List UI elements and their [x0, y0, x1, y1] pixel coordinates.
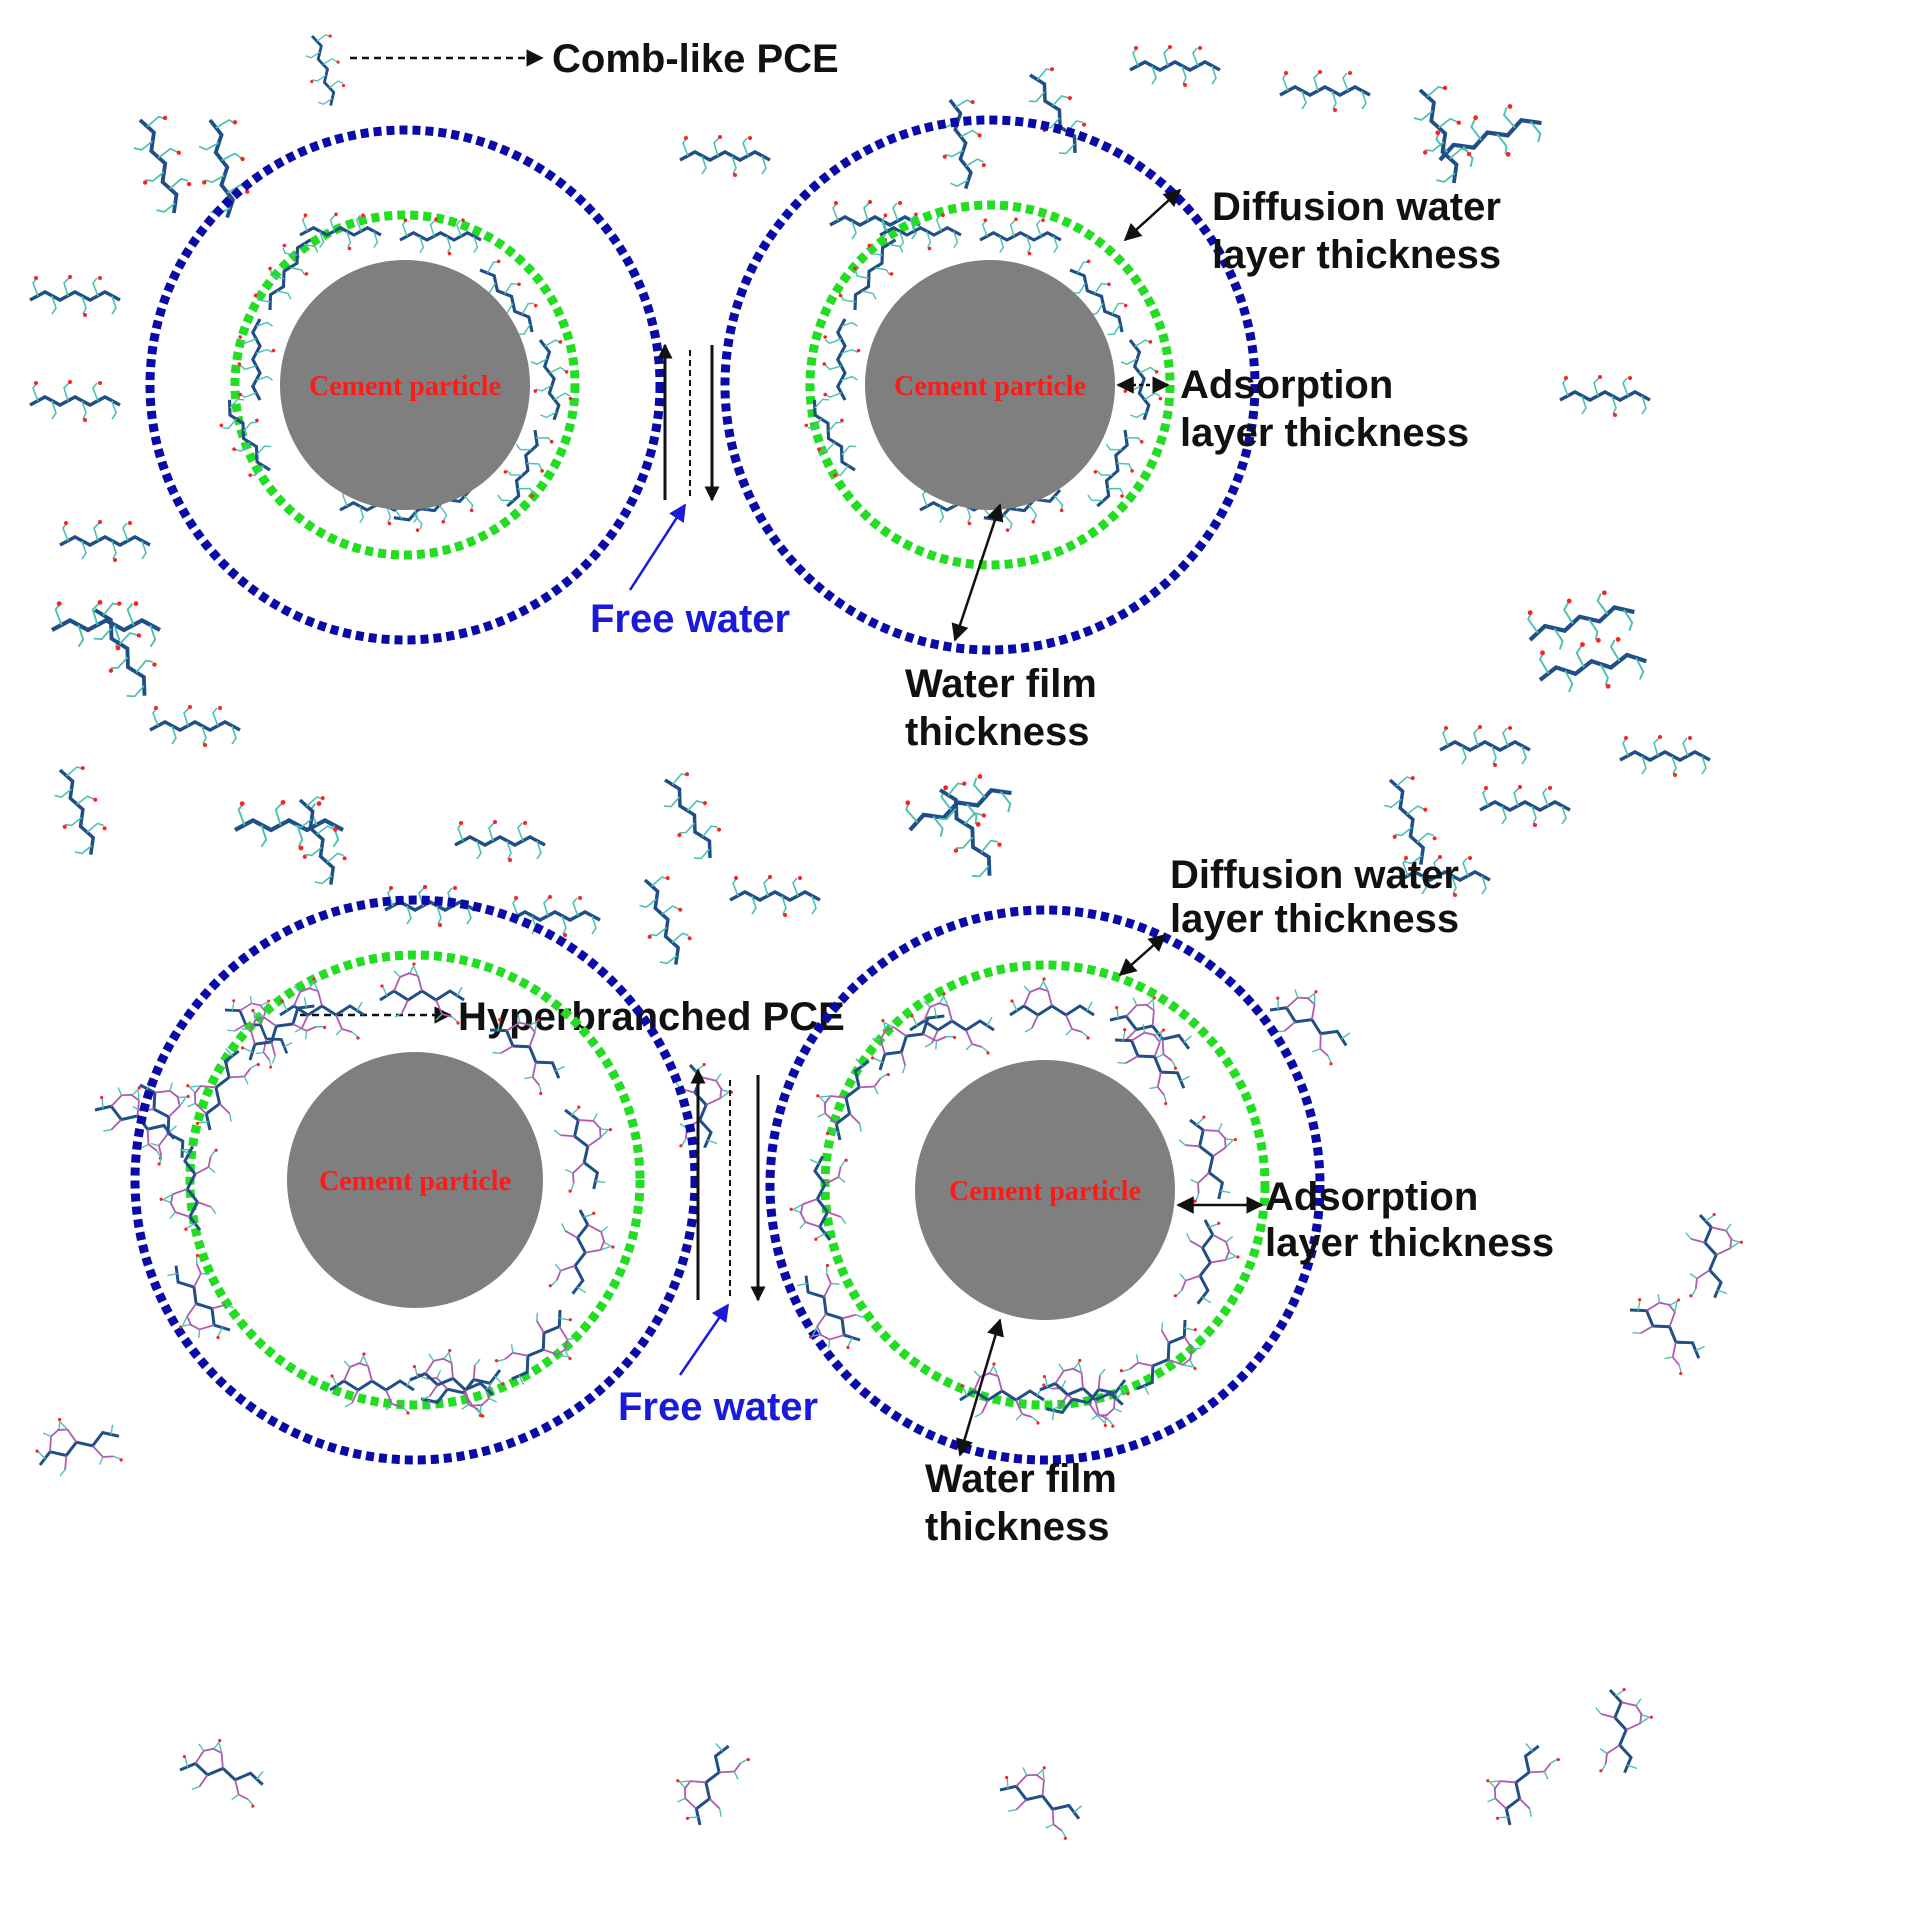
- polymer-molecule-icon: [1584, 1681, 1664, 1779]
- diffusion-water-layer-ring: [720, 115, 1260, 655]
- polymer-molecule-icon: [648, 765, 734, 869]
- polymer-molecule-icon: [900, 765, 1019, 849]
- polymer-molecule-icon: [678, 133, 772, 179]
- diffusion-water-layer-ring: [145, 125, 665, 645]
- polymer-molecule-icon: [120, 108, 202, 222]
- polymer-molecule-icon: [25, 1399, 129, 1490]
- diffusion-label-line1: Diffusion water: [1170, 853, 1459, 897]
- polymer-molecule-icon: [28, 378, 122, 424]
- polymer-molecule-icon: [1618, 733, 1712, 779]
- polymer-molecule-icon: [1614, 1277, 1722, 1380]
- diffusion-water-layer-ring: [765, 905, 1325, 1465]
- polymer-molecule-icon: [235, 800, 343, 850]
- adsorption-layer-ring: [805, 200, 1175, 570]
- polymer-molecule-icon: [1558, 373, 1652, 419]
- thickness-annotations: Diffusion water layer thickness Adsorpti…: [925, 853, 1554, 1549]
- polymer-molecule-icon: [453, 818, 547, 864]
- polymer-molecule-icon: [189, 113, 257, 223]
- polymer-molecule-icon: [52, 600, 160, 650]
- polymer-molecule-icon: [627, 869, 702, 973]
- polymer-molecule-icon: [42, 759, 117, 863]
- cement-particle: [280, 260, 530, 510]
- cement-particle: [287, 1052, 543, 1308]
- cement-particle-label: Cement particle: [949, 1176, 1141, 1207]
- left-particle-system: Cement particle: [145, 125, 665, 645]
- water-film-thickness-arrow: [951, 503, 1004, 642]
- diffusion-label-line1: Diffusion water: [1212, 185, 1501, 229]
- polymer-molecule-icon: [728, 873, 822, 919]
- free-water-label: Free water: [590, 597, 790, 641]
- right-particle-system: Cement particle: [720, 115, 1260, 655]
- water-film-label-line2: thickness: [905, 710, 1090, 754]
- polymer-molecule-icon: [1258, 974, 1364, 1070]
- polymer-molecule-icon: [174, 1731, 271, 1811]
- left-particle-system: Cement particle: [130, 895, 700, 1465]
- cement-particle: [915, 1060, 1175, 1320]
- polymer-molecule-icon: [1128, 43, 1222, 89]
- top-panel: Comb-like PCE: [28, 29, 1712, 973]
- diffusion-thickness-arrow: [1123, 188, 1182, 242]
- polymer-molecule-icon: [663, 1731, 754, 1835]
- diffusion-label-line2: layer thickness: [1212, 233, 1501, 277]
- right-particle-system: Cement particle: [765, 905, 1325, 1465]
- polymer-molecule-icon: [990, 1753, 1094, 1844]
- adsorption-label-line2: layer thickness: [1180, 411, 1469, 455]
- adsorption-label-line2: layer thickness: [1265, 1221, 1554, 1265]
- cement-particle-label: Cement particle: [309, 371, 501, 402]
- adsorption-label-line1: Adsorption: [1180, 363, 1393, 407]
- polymer-molecule-icon: [1478, 783, 1572, 829]
- water-film-label-line1: Water film: [905, 662, 1097, 706]
- free-water-pointer: [678, 1303, 730, 1376]
- adsorption-layer-ring: [185, 950, 645, 1410]
- polymer-molecule-icon: [1473, 1731, 1564, 1835]
- free-water-flow: Free water: [590, 343, 790, 641]
- polymer-molecule-icon: [1438, 723, 1532, 769]
- diffusion-label-line2: layer thickness: [1170, 897, 1459, 941]
- polymer-molecule-icon: [1674, 1206, 1754, 1304]
- legend-label-comb: Comb-like PCE: [552, 37, 839, 81]
- thickness-annotations: Diffusion water layer thickness Adsorpti…: [905, 185, 1501, 754]
- polymer-molecule-icon: [1013, 60, 1099, 164]
- polymer-molecule-icon: [508, 893, 602, 939]
- polymer-molecule-icon: [1430, 95, 1549, 179]
- free-water-label: Free water: [618, 1385, 818, 1429]
- water-film-label-line2: thickness: [925, 1505, 1110, 1549]
- diffusion-water-layer-ring: [130, 895, 700, 1465]
- free-water-flow: Free water: [618, 1068, 818, 1429]
- water-film-thickness-arrow: [956, 1318, 1004, 1457]
- polymer-molecule-icon: [58, 518, 152, 564]
- diffusion-thickness-arrow: [1118, 933, 1167, 977]
- cement-particle-label: Cement particle: [319, 1166, 511, 1197]
- polymer-molecule-icon: [931, 93, 992, 194]
- polymer-molecule-icon: [1400, 78, 1482, 192]
- free-water-pointer: [628, 503, 687, 591]
- comb-polymer-icon: [297, 29, 352, 111]
- polymer-molecule-icon: [148, 703, 242, 749]
- polymer-molecule-icon: [1278, 68, 1372, 114]
- polymer-molecule-icon: [28, 273, 122, 319]
- water-film-label-line1: Water film: [925, 1457, 1117, 1501]
- bottom-panel: Hyperbranched PCE: [25, 853, 1754, 1844]
- cement-particle-label: Cement particle: [894, 371, 1086, 402]
- polymer-molecule-icon: [282, 789, 357, 893]
- free-polymers: [28, 43, 1712, 973]
- adsorption-label-line1: Adsorption: [1265, 1175, 1478, 1219]
- adsorption-layer-ring: [230, 210, 580, 560]
- cement-particle: [865, 260, 1115, 510]
- polymer-molecule-icon: [1535, 632, 1650, 700]
- polymer-molecule-icon: [76, 594, 171, 708]
